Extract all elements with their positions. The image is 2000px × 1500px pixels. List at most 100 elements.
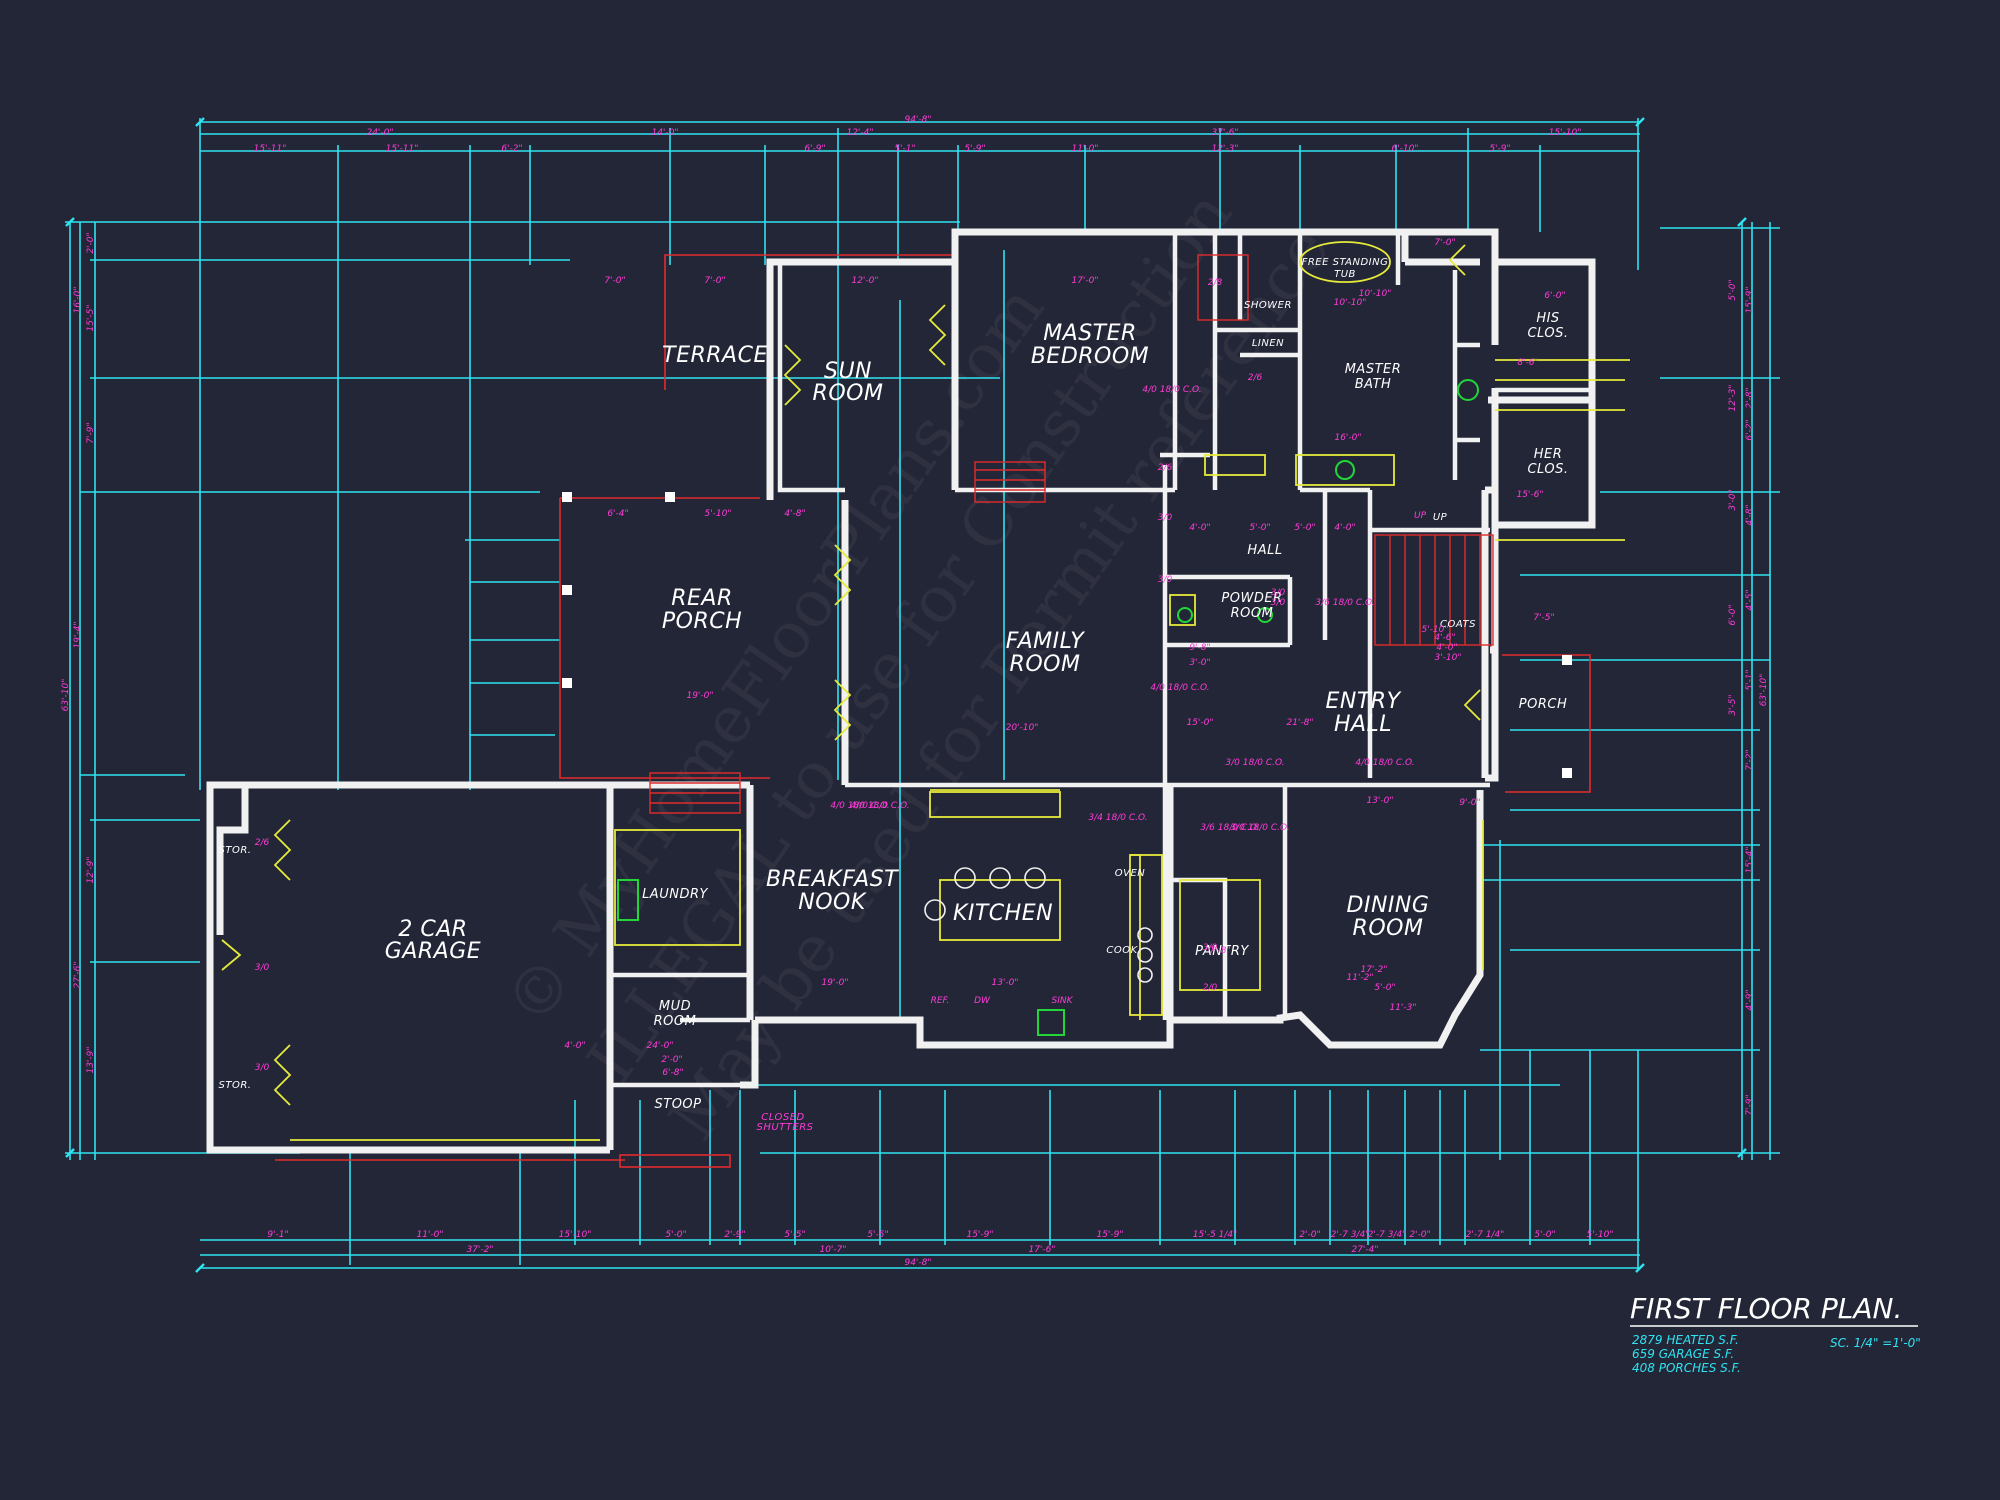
- interior-dim: 19'-0": [686, 691, 713, 701]
- label-powder-2: ROOM: [1231, 606, 1274, 621]
- fireplaces: [649, 254, 1249, 814]
- dim-left-inner-group: 2'-0"15'-5"7'-9"12'-9"13'-9": [86, 232, 96, 1073]
- callouts-dim: UP: [1414, 511, 1427, 521]
- label-terrace: TERRACE: [662, 343, 768, 368]
- label-rear-porch-1: REAR: [671, 586, 733, 611]
- bottom-inner-dim: 15'-5 1/4": [1193, 1230, 1237, 1240]
- top-inner-dim: 6'-2": [501, 144, 522, 154]
- callouts-dim: 2/0: [1203, 983, 1218, 993]
- callouts-dim: 3/0: [1271, 598, 1286, 608]
- right-inner-dim: 6'-0": [1728, 604, 1738, 625]
- interior-dim: 7'-5": [1533, 613, 1554, 623]
- bottom-inner-dim: 9'-1": [267, 1230, 288, 1240]
- interior-dim: 11'-2": [1346, 973, 1373, 983]
- callouts-dim: 3/6 18/0 C.O.: [1200, 823, 1259, 833]
- label-powder-1: POWDER: [1221, 591, 1282, 606]
- bottom-inner-dim: 5'-0": [665, 1230, 686, 1240]
- porch-posts: [562, 492, 1572, 778]
- interior-dim: 2'-0": [661, 1055, 682, 1065]
- interior-dim: 12'-0": [851, 276, 878, 286]
- right-mid-dim: 2'-8": [1745, 387, 1755, 408]
- right-inner-dim: 3'-5": [1728, 694, 1738, 715]
- dim-bottom-mid-group: 37'-2"10'-7"17'-6"27'-4": [466, 1245, 1378, 1255]
- interior-dim: 4'-0": [1436, 643, 1457, 653]
- bottom-inner-dim: 5'-5": [784, 1230, 805, 1240]
- bottom-inner-dim: 2'-7 3/4": [1368, 1230, 1407, 1240]
- left-inner-dim: 7'-9": [86, 422, 96, 443]
- interior-dim: 11'-3": [1389, 1003, 1416, 1013]
- bottom-inner-dim: 2'-9": [724, 1230, 745, 1240]
- interior-dim: 4'-0": [1189, 523, 1210, 533]
- left-inner-dim: 2'-0": [86, 232, 96, 253]
- top-inner-dim: 12'-3": [1211, 144, 1238, 154]
- label-tub-2: TUB: [1334, 269, 1356, 280]
- right-mid-dim: 7'-2": [1745, 749, 1755, 770]
- heated-area: 2879 HEATED S.F.: [1632, 1333, 1739, 1347]
- label-up: UP: [1433, 512, 1448, 523]
- interior-dim: 6'-8": [662, 1068, 683, 1078]
- label-master-bath-2: BATH: [1355, 377, 1392, 392]
- dim-left-overall: 63'-10": [61, 679, 71, 712]
- appliances: [617, 379, 1479, 1036]
- left-mid-dim: 16'-0": [73, 286, 83, 313]
- top-inner-dim: 5'-9": [1489, 144, 1510, 154]
- interior-dim: 15'-6": [1516, 490, 1543, 500]
- porch-outlines: [275, 254, 1591, 1168]
- interior-dim: 4'-6": [1434, 633, 1455, 643]
- right-mid-dim: 4'-5": [1745, 589, 1755, 610]
- interior-walls: [610, 232, 1592, 1088]
- room-labels: TERRACE SUN ROOM MASTER BEDROOM MASTER B…: [219, 257, 1569, 1133]
- label-her-clos-1: HER: [1534, 447, 1563, 462]
- callouts-dim: 3/0: [1158, 575, 1173, 585]
- bottom-mid-dim: 27'-4": [1351, 1245, 1378, 1255]
- interior-dim: 24'-0": [646, 1041, 673, 1051]
- bottom-inner-dim: 15'-10": [559, 1230, 592, 1240]
- callouts-dim: 4/0 18/0 C.O.: [830, 801, 889, 811]
- callouts-dim: 3/4 18/0 C.O.: [1088, 813, 1147, 823]
- bottom-inner-dim: 2'-7 3/4": [1331, 1230, 1370, 1240]
- dim-top-inner-group: 15'-11"15'-11"6'-2"6'-9"5'-1"5'-9"11'-0"…: [254, 144, 1511, 154]
- interior-dim: 6'-4": [607, 509, 628, 519]
- bottom-mid-dim: 10'-7": [819, 1245, 846, 1255]
- right-mid-dim: 6'-2": [1745, 419, 1755, 440]
- dim-right-overall: 63'-10": [1759, 674, 1769, 707]
- staircase: [1374, 534, 1494, 646]
- right-mid-dim: 5'-1": [1745, 669, 1755, 690]
- label-closed-shutters-2: SHUTTERS: [756, 1122, 813, 1133]
- label-stoop: STOOP: [655, 1097, 702, 1112]
- left-mid-dim: 27'-6": [73, 961, 83, 988]
- label-linen: LINEN: [1252, 338, 1284, 349]
- title-block: FIRST FLOOR PLAN. 2879 HEATED S.F. 659 G…: [1630, 1292, 1921, 1375]
- right-mid-dim: 15'-4": [1745, 846, 1755, 873]
- label-mud-2: ROOM: [654, 1014, 697, 1029]
- interior-dim: 9'-8": [1189, 643, 1210, 653]
- interior-dim: 6'-0": [1544, 291, 1565, 301]
- callouts-dim: 4/0 18/0 C.O.: [1150, 683, 1209, 693]
- callouts-dim: 2/6: [1158, 463, 1173, 473]
- label-breakfast-2: NOOK: [798, 890, 867, 915]
- callouts-dim: 2/6: [1248, 373, 1263, 383]
- callouts-dim: 4/0 18/0 C.O.: [850, 801, 909, 811]
- interior-dim: 5'-0": [1374, 983, 1395, 993]
- top-inner-dim: 15'-11": [254, 144, 287, 154]
- interior-dim: 4'-0": [1334, 523, 1355, 533]
- top-mid-dim: 12'-4": [846, 128, 873, 138]
- dim-bottom-overall: 94'-8": [904, 1258, 931, 1268]
- interior-dim: 7'-0": [704, 276, 725, 286]
- bottom-inner-dim: 15'-9": [966, 1230, 993, 1240]
- interior-dim: 16'-0": [1334, 433, 1361, 443]
- label-her-clos-2: CLOS.: [1527, 462, 1568, 477]
- bottom-inner-dim: 11'-0": [416, 1230, 443, 1240]
- label-master-bath-1: MASTER: [1345, 362, 1402, 377]
- tub-fixture: [1299, 241, 1391, 283]
- label-cook: COOK: [1106, 945, 1138, 956]
- interior-dim: 8'-6": [1517, 358, 1538, 368]
- callouts-dim: 3/0 18/0 C.O.: [1225, 758, 1284, 768]
- bottom-inner-dim: 5'-5": [867, 1230, 888, 1240]
- dimension-text: 94'-8" 94'-8" 63'-10" 63'-10" 24'-0"14'-…: [61, 115, 1769, 1268]
- label-his-clos-1: HIS: [1536, 311, 1559, 326]
- interior-dim: 4'-8": [784, 509, 805, 519]
- callouts-dim: 3/0: [1271, 588, 1286, 598]
- top-mid-dim: 15'-10": [1549, 128, 1582, 138]
